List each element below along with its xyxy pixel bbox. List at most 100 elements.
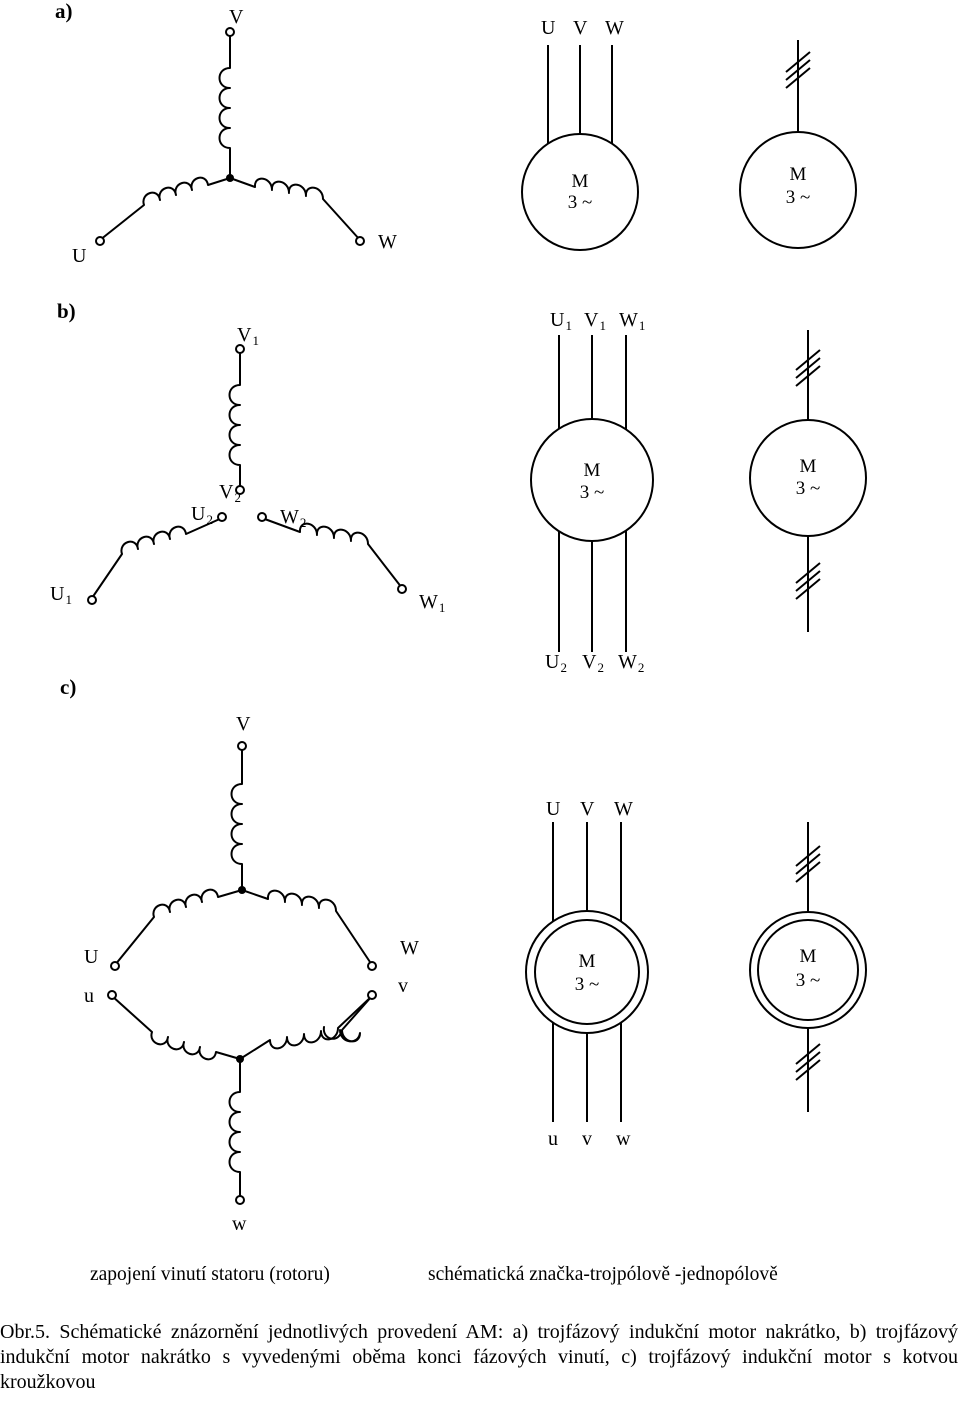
panel-a-single-pole-symbol xyxy=(739,40,857,249)
panel-b-coil-right xyxy=(261,517,403,589)
panel-b-terminal-u1 xyxy=(87,595,97,605)
panel-b-label-v2-base: V xyxy=(219,481,234,503)
panel-b-coil-top xyxy=(228,350,241,489)
panel-b-header-top-w1-base: W xyxy=(619,309,638,331)
panel-c-stator-star-point xyxy=(238,886,246,894)
panel-c-label-rotor-v: v xyxy=(398,975,408,997)
section-captions: zapojení vinutí statoru (rotoru) schémat… xyxy=(0,1262,960,1292)
panel-b-terminal-w2 xyxy=(257,512,267,522)
panel-a-marker: a) xyxy=(55,0,73,23)
panel-c-stator-winding xyxy=(110,741,377,971)
panel-b-header-top-v1-base: V xyxy=(584,309,599,331)
panel-c-motor-single-pole-line1: M xyxy=(800,946,817,967)
panel-b-label-w1: W1 xyxy=(419,591,445,615)
panel-b-header-top-u1-base: U xyxy=(550,309,565,331)
panel-b-header-top-w1: W1 xyxy=(619,309,645,333)
panel-c-stator-coil-left xyxy=(114,888,243,966)
panel-c-label-rotor-u: u xyxy=(84,985,94,1007)
caption-schematic-symbol: schématická značka-trojpólově -jednopólo… xyxy=(428,1264,778,1285)
panel-b-header-top-w1-sub: 1 xyxy=(639,318,646,333)
caption-winding-connection: zapojení vinutí statoru (rotoru) xyxy=(90,1264,330,1285)
panel-a-star-winding xyxy=(95,27,365,246)
panel-b-header-bottom-u2-sub: 2 xyxy=(560,660,567,675)
panel-b-label-v2: V2 xyxy=(219,481,241,505)
panel-b-terminal-u2 xyxy=(217,512,227,522)
panel-c-terminal-rotor-w xyxy=(235,1195,245,1205)
panel-a-label-v: V xyxy=(229,6,244,28)
panel-b-terminal-v2 xyxy=(235,485,245,495)
panel-a-coil-right xyxy=(229,177,361,241)
panel-b-header-bottom-v2: V2 xyxy=(582,651,604,675)
panel-a-motor-single-pole-line1: M xyxy=(790,164,807,185)
panel-c-terminal-rotor-v xyxy=(367,990,377,1000)
panel-b-single-pole-symbol xyxy=(749,330,867,632)
panel-b-label-u2-sub: 2 xyxy=(206,512,213,527)
panel-b-motor-three-pole xyxy=(530,418,654,542)
panel-b-motor-three-pole-line1: M xyxy=(584,460,601,481)
panel-a-header-w: W xyxy=(605,17,624,39)
panel-b-three-pole-symbol xyxy=(530,335,654,652)
panel-c-header-bottom-w: w xyxy=(616,1128,631,1150)
figure-caption: Obr.5. Schématické znázornění jednotlivý… xyxy=(0,1321,958,1393)
panel-b-motor-three-pole-line2: 3 ~ xyxy=(580,482,605,503)
panel-b-open-star-winding xyxy=(87,344,407,605)
panel-c-motor-single-pole xyxy=(757,919,859,1021)
panel-b-label-w2-base: W xyxy=(280,506,299,528)
panel-a-label-u: U xyxy=(72,245,87,267)
panel-c-three-pole-symbol xyxy=(525,822,649,1122)
panel-b-label-w2-sub: 2 xyxy=(300,515,307,530)
panel-b-label-v1: V1 xyxy=(237,324,259,348)
panel-a-coil-top xyxy=(218,33,231,179)
panel-c-label-u: U xyxy=(84,946,99,968)
panel-c-motor-three-pole-line2: 3 ~ xyxy=(575,974,600,995)
panel-b-header-bottom-u2: U2 xyxy=(545,651,567,675)
panel-b-label-w2: W2 xyxy=(280,506,306,530)
panel-b-label-w1-sub: 1 xyxy=(439,600,446,615)
panel-b-coil-left xyxy=(91,517,223,599)
panel-b-terminal-w1 xyxy=(397,584,407,594)
panel-c-motor-three-pole-line1: M xyxy=(579,951,596,972)
panel-a-motor-three-pole-line1: M xyxy=(572,171,589,192)
panel-b-header-top-v1: V1 xyxy=(584,309,606,333)
panel-b-label-v2-sub: 2 xyxy=(234,490,241,505)
panel-c-rotor-coil-bottom xyxy=(228,1058,241,1199)
panel-a-three-pole-symbol xyxy=(521,45,639,251)
panel-b-header-top-u1: U1 xyxy=(550,309,572,333)
panel-b-label-v1-base: V xyxy=(237,324,252,346)
panel-a-motor-three-pole-line2: 3 ~ xyxy=(568,192,593,213)
panel-a-coil-left xyxy=(99,176,231,241)
panel-b-header-bottom-v2-sub: 2 xyxy=(597,660,604,675)
panel-b-header-bottom-w2: W2 xyxy=(618,651,644,675)
panel-b-header-bottom-w2-sub: 2 xyxy=(638,660,645,675)
panel-b-motor-single-pole-line2: 3 ~ xyxy=(796,478,821,499)
panel-c-label-v: V xyxy=(236,713,251,735)
panel-a-motor-three-pole xyxy=(521,133,639,251)
panel-a-label-w: W xyxy=(378,231,397,253)
panel-a-terminal-u xyxy=(95,236,105,246)
panel-c-terminal-u xyxy=(110,961,120,971)
panel-c-rotor-coil-left xyxy=(111,995,241,1061)
panel-a-terminal-w xyxy=(355,236,365,246)
panel-b-label-w1-base: W xyxy=(419,591,438,613)
panel-c-motor-three-pole xyxy=(534,919,640,1025)
panel-b-label-u1: U1 xyxy=(50,583,72,607)
panel-a-terminal-v xyxy=(225,27,235,37)
panel-c-label-rotor-w: w xyxy=(232,1213,247,1235)
panel-c-stator-coil-top xyxy=(230,747,243,891)
panel-c-terminal-w xyxy=(367,961,377,971)
panel-c-header-bottom-u: u xyxy=(548,1128,558,1150)
panel-c-header-bottom-v: v xyxy=(582,1128,592,1150)
panel-b-label-u1-sub: 1 xyxy=(65,592,72,607)
panel-c-header-top-v: V xyxy=(580,798,595,820)
panel-c-single-pole-symbol xyxy=(749,822,867,1112)
panel-b-header-top-u1-sub: 1 xyxy=(565,318,572,333)
panel-b-header-bottom-v2-base: V xyxy=(582,651,597,673)
panel-a-star-point xyxy=(226,174,234,182)
panel-b-motor-single-pole-line1: M xyxy=(800,456,817,477)
panel-c-rotor-winding xyxy=(107,990,377,1205)
panel-c-header-top-w: W xyxy=(614,798,633,820)
panel-b-label-u2: U2 xyxy=(191,503,213,527)
panel-b-header-top-v1-sub: 1 xyxy=(599,318,606,333)
panel-c-terminal-rotor-u xyxy=(107,990,117,1000)
